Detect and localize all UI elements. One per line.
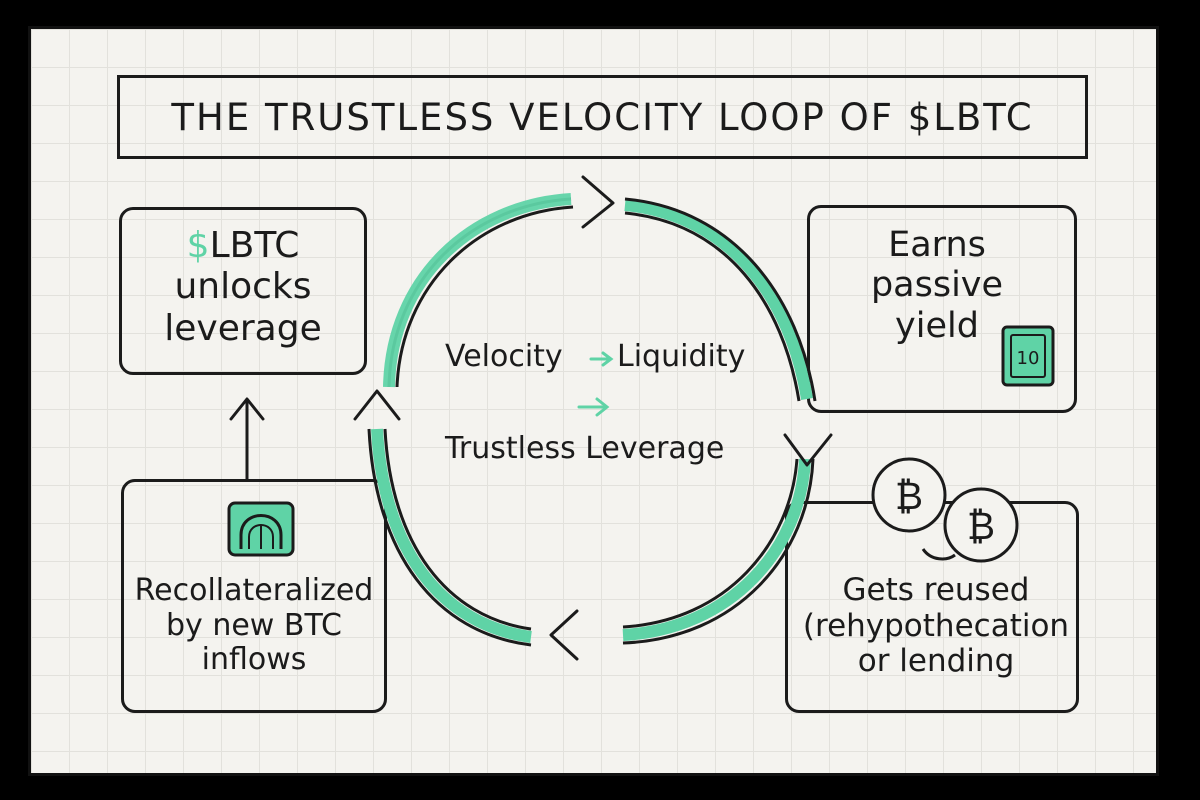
loop-arc-top-right (624, 199, 813, 400)
node-line: Gets reused (842, 572, 1030, 608)
vault-icon (227, 501, 295, 557)
coin-symbol: ₿ (895, 474, 923, 518)
arrowhead-left (353, 389, 401, 421)
arrowhead-top (581, 175, 615, 229)
bitcoin-coins-icon: ₿ ₿ (871, 457, 1019, 563)
loop-arc-bottom-left (371, 428, 532, 643)
node-unlocks-leverage (119, 207, 367, 375)
center-arrow-2 (577, 397, 610, 417)
node-line: unlocks (174, 266, 312, 308)
node-gets-reused-text: Gets reused (rehypothecation or lending (791, 572, 1081, 680)
center-liquidity: Liquidity (617, 339, 746, 374)
node-line: Earns (888, 225, 986, 265)
diagram-canvas: THE TRUSTLESS VELOCITY LOOP OF $LBTC $LB… (28, 26, 1159, 776)
yield-card-icon: 10 (1001, 325, 1055, 387)
node-line: LBTC (209, 225, 300, 266)
node-earns-yield-text: Earns passive yield (817, 225, 1057, 346)
diagram-title: THE TRUSTLESS VELOCITY LOOP OF $LBTC (171, 95, 1034, 139)
node-line: by new BTC (166, 607, 342, 643)
center-velocity: Velocity (445, 339, 563, 374)
center-trustless-leverage: Trustless Leverage (445, 431, 725, 466)
node-line: or lending (857, 643, 1015, 680)
node-line: inflows (201, 642, 307, 677)
node-line: Recollateralized (134, 573, 374, 608)
node-recollateralized-text: Recollateralized by new BTC inflows (125, 573, 383, 678)
loop-graphics: 10 ₿ ₿ (227, 175, 1055, 661)
up-arrow-head (229, 397, 265, 421)
node-line: (rehypothecation (802, 607, 1070, 644)
dollar-sign: $ (186, 225, 210, 266)
node-line: yield (895, 305, 979, 346)
arrowhead-bottom (549, 609, 579, 661)
yield-card-text: 10 (1017, 348, 1040, 369)
loop-arc-bottom-right (622, 458, 811, 641)
node-earns-yield (807, 205, 1077, 413)
node-recollateralized (121, 479, 387, 713)
title-box: THE TRUSTLESS VELOCITY LOOP OF $LBTC (117, 75, 1088, 159)
node-line: leverage (164, 307, 322, 349)
center-arrow-1 (589, 351, 614, 367)
arrowhead-right (783, 433, 833, 467)
node-unlocks-leverage-text: $LBTC unlocks leverage (129, 225, 357, 349)
node-line: passive (870, 265, 1004, 306)
coin-symbol: ₿ (967, 504, 995, 548)
